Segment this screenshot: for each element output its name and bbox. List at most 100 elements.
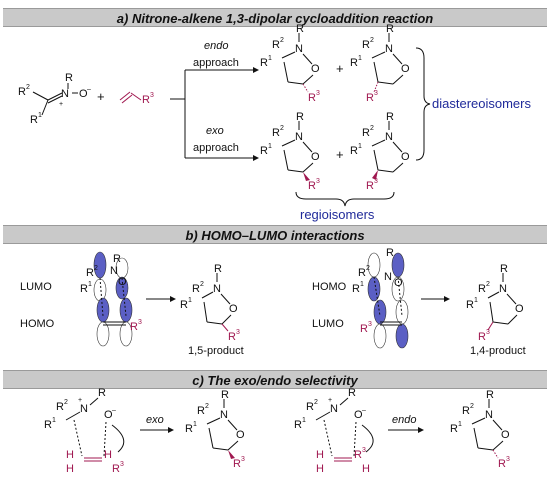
svg-text:+: + xyxy=(78,397,82,404)
svg-text:1: 1 xyxy=(268,55,272,62)
svg-text:1: 1 xyxy=(188,297,192,304)
endo-arrow-label: endo xyxy=(392,414,417,426)
svg-text:R: R xyxy=(272,39,280,51)
svg-text:–: – xyxy=(87,86,91,93)
panel-c-title: c) The exo/endo selectivity xyxy=(3,370,547,389)
svg-text:R: R xyxy=(86,267,94,279)
svg-text:R: R xyxy=(30,114,38,126)
svg-text:3: 3 xyxy=(138,319,142,326)
svg-text:R: R xyxy=(260,145,268,157)
svg-text:R: R xyxy=(352,283,360,295)
svg-text:R: R xyxy=(44,419,52,431)
svg-text:R: R xyxy=(294,419,302,431)
svg-text:O: O xyxy=(236,429,245,441)
svg-text:R: R xyxy=(498,458,506,470)
svg-text:R: R xyxy=(348,387,356,399)
plus-sign-exo: + xyxy=(336,147,344,162)
svg-text:R: R xyxy=(366,180,374,192)
svg-text:R: R xyxy=(233,458,241,470)
svg-text:O: O xyxy=(104,409,113,421)
svg-text:N: N xyxy=(213,283,221,295)
svg-text:R: R xyxy=(478,283,486,295)
svg-text:H: H xyxy=(66,463,74,475)
svg-text:R: R xyxy=(354,449,362,461)
svg-text:R: R xyxy=(296,23,304,35)
svg-text:2: 2 xyxy=(26,84,30,91)
svg-text:R: R xyxy=(65,72,73,84)
plus-sign-reactants: + xyxy=(97,89,105,104)
svg-text:–: – xyxy=(362,407,366,414)
svg-text:N: N xyxy=(295,131,303,143)
svg-text:R: R xyxy=(358,267,366,279)
svg-text:R: R xyxy=(386,111,394,123)
svg-text:N: N xyxy=(220,409,228,421)
svg-text:R: R xyxy=(306,401,314,413)
exo-approach-label: approach xyxy=(193,142,239,154)
svg-text:R: R xyxy=(386,247,394,259)
svg-text:N: N xyxy=(499,283,507,295)
svg-text:H: H xyxy=(362,463,370,475)
svg-text:R: R xyxy=(142,94,150,106)
svg-text:R: R xyxy=(260,57,268,69)
svg-text:R: R xyxy=(197,405,205,417)
svg-text:O: O xyxy=(79,88,88,100)
svg-text:R: R xyxy=(466,299,474,311)
svg-text:3: 3 xyxy=(374,178,378,185)
svg-text:2: 2 xyxy=(370,37,374,44)
svg-text:+: + xyxy=(328,397,332,404)
svg-text:R: R xyxy=(362,127,370,139)
svg-text:H: H xyxy=(316,449,324,461)
svg-text:O: O xyxy=(401,63,410,75)
svg-text:2: 2 xyxy=(280,37,284,44)
svg-text:R: R xyxy=(80,283,88,295)
exo-arrow-label: exo xyxy=(146,414,164,426)
svg-text:O: O xyxy=(515,303,524,315)
svg-text:3: 3 xyxy=(236,329,240,336)
svg-text:N: N xyxy=(330,403,338,415)
svg-text:1: 1 xyxy=(38,112,42,119)
svg-text:2: 2 xyxy=(486,281,490,288)
svg-text:+: + xyxy=(59,101,63,108)
svg-text:R: R xyxy=(362,39,370,51)
svg-text:R: R xyxy=(113,253,121,265)
svg-text:N: N xyxy=(61,88,69,100)
svg-text:N: N xyxy=(384,271,392,283)
exo-label: exo xyxy=(206,125,224,137)
svg-text:–: – xyxy=(112,407,116,414)
svg-text:R: R xyxy=(272,127,280,139)
svg-text:N: N xyxy=(385,43,393,55)
svg-text:1: 1 xyxy=(358,55,362,62)
svg-text:2: 2 xyxy=(314,399,318,406)
svg-text:2: 2 xyxy=(64,399,68,406)
plus-sign-endo: + xyxy=(336,61,344,76)
panel-a-title: a) Nitrone-alkene 1,3-dipolar cycloaddit… xyxy=(3,8,547,27)
svg-text:R: R xyxy=(478,331,486,343)
svg-text:1: 1 xyxy=(474,297,478,304)
endo-approach-label: approach xyxy=(193,57,239,69)
svg-text:3: 3 xyxy=(486,329,490,336)
svg-text:3: 3 xyxy=(506,456,510,463)
svg-text:O: O xyxy=(118,276,127,288)
panel-b-title: b) HOMO–LUMO interactions xyxy=(3,225,547,244)
svg-text:O: O xyxy=(311,63,320,75)
svg-text:1: 1 xyxy=(193,421,197,428)
svg-text:2: 2 xyxy=(366,265,370,272)
svg-text:R: R xyxy=(308,180,316,192)
product-14-caption: 1,4-product xyxy=(470,345,526,357)
svg-text:1: 1 xyxy=(358,143,362,150)
svg-text:R: R xyxy=(18,86,26,98)
svg-text:R: R xyxy=(486,389,494,401)
lumo-label-right: LUMO xyxy=(312,318,344,330)
svg-text:R: R xyxy=(130,321,138,333)
svg-text:R: R xyxy=(350,57,358,69)
product-15-caption: 1,5-product xyxy=(188,345,244,357)
